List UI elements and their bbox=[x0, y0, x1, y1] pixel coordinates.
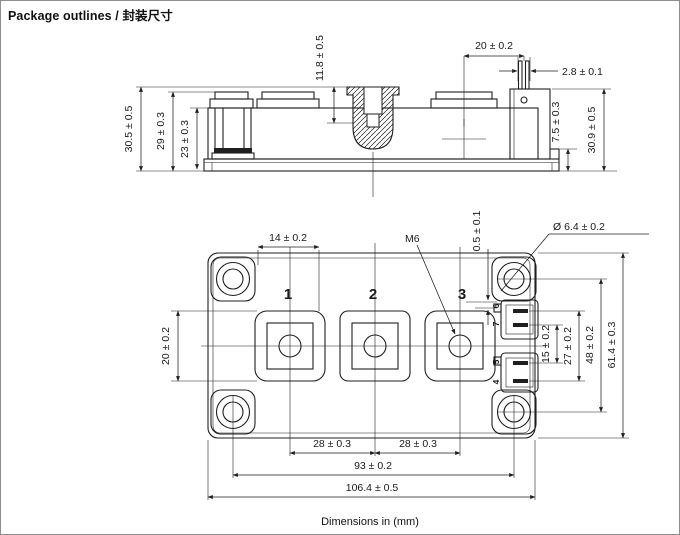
dim-pad-height: 20 ± 0.2 bbox=[160, 310, 257, 382]
dim-label-93: 93 ± 0.2 bbox=[354, 460, 392, 472]
dim-label-7-5: 7.5 ± 0.3 bbox=[550, 101, 562, 142]
dim-height-total: 30.5 ± 0.5 bbox=[123, 86, 347, 172]
dim-label-61-4: 61.4 ± 0.3 bbox=[606, 322, 618, 369]
thread-callout: M6 bbox=[405, 233, 456, 335]
dim-terminal-to-pin: 20 ± 0.2 bbox=[463, 40, 525, 126]
dim-label-28-left: 28 ± 0.3 bbox=[313, 438, 351, 450]
dim-recess-depth: 11.8 ± 0.5 bbox=[314, 35, 353, 124]
dim-label-48: 48 ± 0.2 bbox=[584, 326, 596, 364]
dim-label-27: 27 ± 0.2 bbox=[562, 327, 574, 365]
dim-pin-width: 2.8 ± 0.1 bbox=[499, 57, 603, 81]
units-note: Dimensions in (mm) bbox=[321, 516, 419, 528]
baseplate bbox=[203, 158, 560, 172]
terminal-3-label: 3 bbox=[458, 286, 466, 303]
aux-pin-7-label: 7 bbox=[491, 321, 501, 326]
dim-hole-span-horizontal: 93 ± 0.2 bbox=[232, 460, 515, 477]
dim-label-106-4: 106.4 ± 0.5 bbox=[346, 482, 399, 494]
dim-height-body: 23 ± 0.3 bbox=[179, 107, 210, 170]
dim-label-29: 29 ± 0.3 bbox=[155, 112, 167, 150]
dim-label-23: 23 ± 0.3 bbox=[179, 120, 191, 158]
dim-label-15: 15 ± 0.2 bbox=[540, 325, 552, 363]
aux-pin-tower bbox=[509, 60, 560, 160]
aux-connector-top bbox=[493, 299, 539, 340]
dim-label-dia: Ø 6.4 ± 0.2 bbox=[553, 221, 605, 233]
aux-pin-6-label: 6 bbox=[491, 303, 501, 308]
left-terminal-section bbox=[211, 108, 255, 160]
dim-terminal-pitch: 28 ± 0.3 28 ± 0.3 bbox=[289, 438, 461, 455]
dim-label-14: 14 ± 0.2 bbox=[269, 232, 307, 244]
module-outline bbox=[207, 252, 536, 439]
dim-height-total-top: 61.4 ± 0.3 bbox=[538, 252, 629, 439]
aux-pin-1-side bbox=[517, 60, 523, 90]
dim-width-total: 106.4 ± 0.5 bbox=[207, 482, 536, 499]
dim-label-0-5: 0.5 ± 0.1 bbox=[471, 210, 483, 251]
screw-boss-section bbox=[346, 86, 400, 150]
dim-label-20-top: 20 ± 0.2 bbox=[160, 327, 172, 365]
aux-connector-bottom bbox=[493, 352, 539, 393]
hole-diameter-callout: Ø 6.4 ± 0.2 bbox=[500, 221, 649, 292]
dim-label-30-5: 30.5 ± 0.5 bbox=[123, 106, 135, 153]
footer-note: Dimensions in (mm) bbox=[1, 516, 679, 528]
side-view: 30.5 ± 0.5 29 ± 0.3 23 ± 0.3 11.8 ± 0.5 bbox=[123, 35, 617, 197]
aux-pin-4-label: 4 bbox=[491, 379, 501, 384]
dim-aux-pin-spans: 15 ± 0.2 27 ± 0.2 bbox=[529, 310, 585, 382]
dim-label-28-right: 28 ± 0.3 bbox=[399, 438, 437, 450]
mount-hole-top-left bbox=[210, 256, 256, 302]
terminal-block-left bbox=[209, 91, 254, 109]
dim-label-11-8: 11.8 ± 0.5 bbox=[314, 35, 326, 81]
dim-height-right: 30.9 ± 0.5 bbox=[586, 88, 606, 172]
terminal-1-label: 1 bbox=[284, 286, 292, 303]
thread-label: M6 bbox=[405, 233, 420, 245]
module-inner-wall bbox=[212, 257, 531, 434]
terminal-2-label: 2 bbox=[369, 286, 377, 303]
dim-label-20-side: 20 ± 0.2 bbox=[475, 40, 513, 52]
dim-ledge-height: 7.5 ± 0.3 bbox=[550, 88, 617, 172]
dim-edge-to-terminal: 14 ± 0.2 bbox=[257, 232, 320, 311]
top-view: 1 2 3 6 7 5 4 bbox=[160, 210, 649, 500]
dim-hole-span-vertical: 48 ± 0.2 bbox=[497, 278, 607, 413]
tower-hole bbox=[520, 96, 528, 104]
dim-label-30-9: 30.9 ± 0.5 bbox=[586, 107, 598, 154]
aux-pin-5-label: 5 bbox=[491, 359, 501, 364]
dim-gap: 0.5 ± 0.1 bbox=[466, 210, 497, 325]
dim-label-2-8: 2.8 ± 0.1 bbox=[562, 66, 603, 78]
aux-pin-2-side bbox=[524, 60, 530, 90]
dim-height-terminal: 29 ± 0.3 bbox=[155, 91, 215, 172]
top-view-centerlines bbox=[201, 243, 546, 500]
page-title: Package outlines / 封装尺寸 bbox=[8, 9, 173, 23]
terminal-block-mid bbox=[256, 91, 320, 109]
